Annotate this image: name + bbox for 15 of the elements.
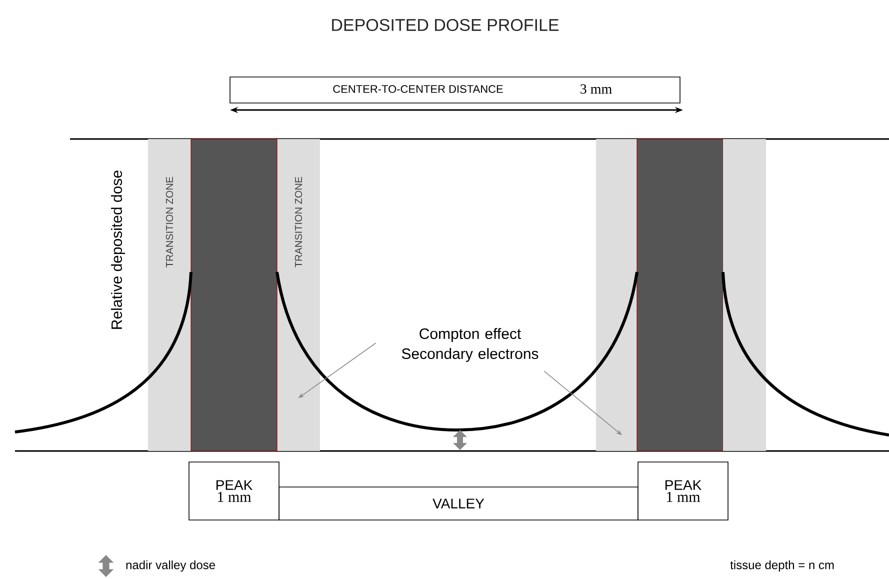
peak-box: PEAK 1 mm: [638, 462, 728, 520]
axis-label: Relative deposited dose: [111, 170, 125, 329]
transition-zone-band: TRANSITION ZONE: [148, 139, 191, 451]
legend-text: nadir valley dose: [126, 560, 216, 572]
valley-box: VALLEY: [278, 486, 638, 520]
distance-box: CENTER-TO-CENTER DISTANCE 3 mm: [230, 76, 680, 104]
transition-zone-band: [596, 139, 637, 451]
title: DEPOSITED DOSE PROFILE: [332, 18, 559, 32]
peak-band: [636, 138, 724, 452]
annotation-text: Compton effect Secondary electrons: [402, 328, 538, 362]
peak-box: PEAK 1 mm: [188, 462, 280, 520]
transition-zone-band: [723, 139, 766, 451]
transition-zone-band: TRANSITION ZONE: [277, 139, 320, 451]
note-text: tissue depth = n cm: [730, 560, 834, 572]
peak-band: [190, 138, 278, 452]
